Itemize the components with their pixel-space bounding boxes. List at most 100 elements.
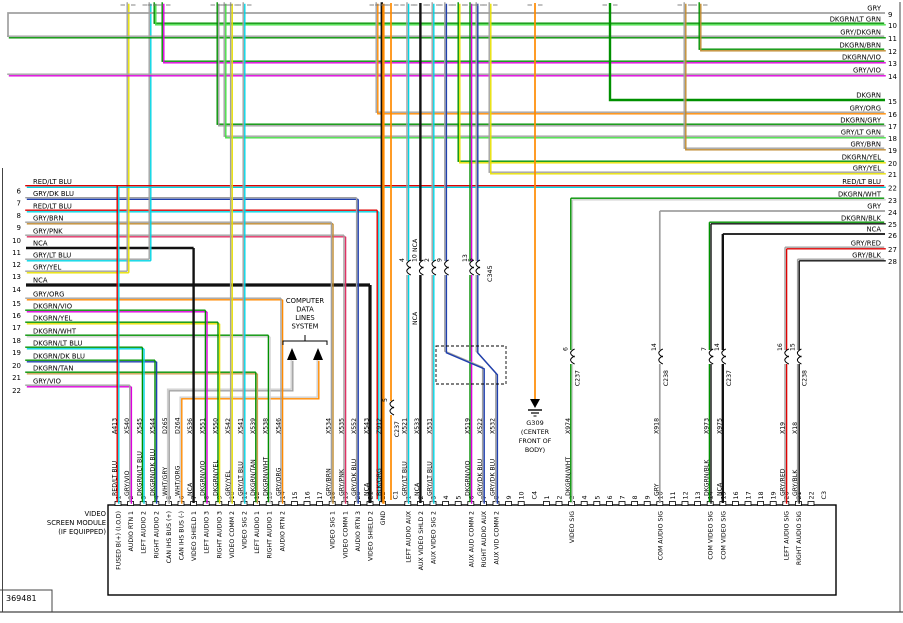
pin-function-label: COM VIDEO SIG <box>720 511 727 560</box>
inline-pin-number: 16 <box>777 343 784 351</box>
connector-pin-notch <box>240 501 248 506</box>
pin-number: 19 <box>770 491 778 499</box>
connector-pin-notch <box>505 501 513 506</box>
connector-name: C4 <box>530 491 538 500</box>
pin-function-label: LEFT AUDIO AUX <box>405 510 412 563</box>
left-row-label: GRY/BRN <box>33 215 63 223</box>
pin-function-label: VIDEO SIG 1 <box>330 511 337 549</box>
callout-bracket <box>282 340 328 345</box>
connector-pin-notch <box>669 501 676 506</box>
pin-number: 13 <box>694 491 702 499</box>
wire-row-right-20 <box>459 3 886 164</box>
data-lines-arrow-icon <box>313 348 323 360</box>
connector-pin-notch <box>681 501 689 506</box>
circuit-label: X540 <box>124 418 131 434</box>
circuit-label: X546 <box>275 418 282 434</box>
left-row-number: 10 <box>12 237 21 245</box>
wire-color-label: NCA <box>414 482 421 496</box>
left-row-label: NCA <box>33 240 48 248</box>
connector-pin-notch <box>543 501 550 506</box>
inline-connector-icon <box>570 355 575 365</box>
pin-function-label: RIGHT AUDIO AUX <box>481 510 488 567</box>
inline-pin-number: 7 <box>701 347 708 351</box>
connector-pin-notch <box>328 501 336 506</box>
right-row-number: 13 <box>888 60 897 68</box>
wire-row-right-19 <box>685 3 886 151</box>
inline-break-gap <box>783 350 789 364</box>
wire-row-right-18 <box>223 2 885 137</box>
inline-pin-number: 6 <box>563 347 570 351</box>
wire-color-label: GRY/YEL <box>225 470 232 496</box>
pin-number: 5 <box>593 495 601 499</box>
right-row-label: GRY/DKGRN <box>840 29 881 37</box>
right-row-number: 15 <box>888 98 897 106</box>
connector-pin-notch <box>479 501 487 506</box>
left-row-label: DKGRN/VIO <box>33 303 72 311</box>
wire-color-label: DKGRN/BLK <box>704 459 711 496</box>
inline-connector-icon <box>721 355 727 365</box>
pin-function-label: FUSED B(+) (I.O.D) <box>116 511 123 570</box>
circuit-label: X532 <box>490 418 497 434</box>
left-row-label: DKGRN/WHT <box>33 328 77 336</box>
inline-break-gap <box>795 350 801 364</box>
pin-function-label: LEFT AUDIO 1 <box>254 511 261 554</box>
inline-pin-number: 2 <box>424 258 431 262</box>
right-row-label: GRY/BRN <box>851 141 881 149</box>
wire-row-right-17 <box>216 2 885 125</box>
wire-color-label: NCA <box>187 482 194 496</box>
pin-function-label: AUX VIDEO SIG 2 <box>431 511 438 564</box>
right-row-number: 10 <box>888 22 897 30</box>
connector-pin-notch <box>341 501 349 506</box>
circuit-label: X545 <box>137 418 144 434</box>
left-row-label: RED/LT BLU <box>33 203 72 211</box>
circuit-label: X538 <box>263 418 270 434</box>
right-row-label: DKGRN/BRN <box>839 42 881 50</box>
inline-pin-number: 14 <box>651 343 658 351</box>
left-row-label: DKGRN/LT BLU <box>33 340 82 348</box>
pin-number: 5 <box>455 495 463 499</box>
wire-row-right-21 <box>490 3 886 175</box>
inline-break-gap <box>569 350 575 364</box>
right-row-number: 26 <box>888 232 897 240</box>
circuit-label: X533 <box>414 418 421 434</box>
wire-row-right-20 <box>457 2 885 162</box>
right-row-number: 11 <box>888 35 897 43</box>
wire-color-label: NCA <box>364 482 371 496</box>
pin-number: 18 <box>757 491 765 499</box>
wire-color-label: DKGRN/DK BLU <box>149 449 156 496</box>
wire-row-right-16 <box>375 2 885 113</box>
right-row-label: NCA <box>867 226 882 234</box>
wire-row-right-13 <box>163 3 886 64</box>
left-row-number: 15 <box>12 300 21 308</box>
right-row-number: 25 <box>888 221 897 229</box>
connector-pin-notch <box>593 501 601 506</box>
connector-pin-notch <box>127 501 134 506</box>
circuit-label: X918 <box>653 418 660 434</box>
wire-color-label: WHT/GRY <box>162 467 169 496</box>
pin-function-label: AUX AUD COMM 2 <box>468 511 475 567</box>
left-row-label: NCA <box>33 277 48 285</box>
pin-function-label: VIDEO SHIELD 1 <box>191 511 198 561</box>
inline-break-gap <box>405 261 411 275</box>
wire-color-label: WHT/ORG <box>175 465 182 496</box>
connector-pin-notch <box>227 501 235 506</box>
right-row-number: 23 <box>888 197 897 205</box>
left-row-label: GRY/VIO <box>33 378 61 386</box>
nca-label: NCA <box>412 311 419 325</box>
circuit-label: X531 <box>427 418 434 434</box>
right-row-number: 18 <box>888 135 897 143</box>
wire-color-label: RED/LT BLU <box>112 461 119 496</box>
pin-number: 11 <box>669 491 677 499</box>
pin-number: 16 <box>732 491 740 499</box>
wire-color-label: DKGRN/YEL <box>212 460 219 496</box>
inline-connector-icon <box>406 266 412 276</box>
circuit-label: X551 <box>200 418 207 434</box>
inline-break-gap <box>417 261 423 275</box>
wire-color-label: GRY/RED <box>779 468 786 496</box>
pin-number: 8 <box>631 495 639 499</box>
wire-color-label: GRY/ORG <box>275 467 282 496</box>
connector-pin-notch <box>303 501 311 506</box>
pin-number: 1 <box>543 495 551 499</box>
right-row-number: 12 <box>888 48 897 56</box>
